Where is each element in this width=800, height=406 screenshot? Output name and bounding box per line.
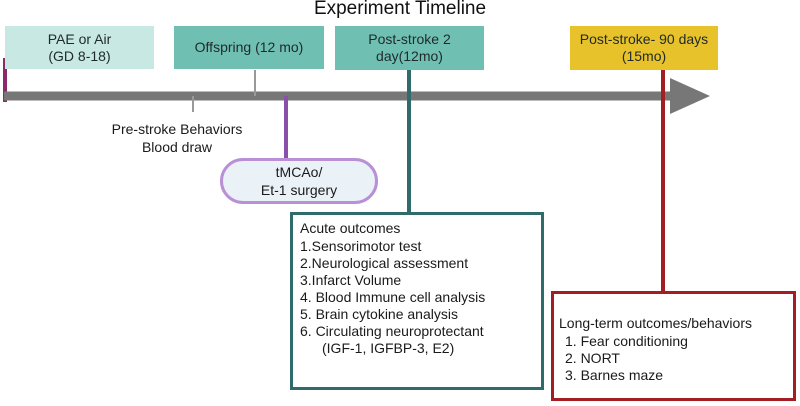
phase-poststroke-2day-label: Post-stroke 2 day(12mo) [368, 31, 451, 64]
list-item: 6. Circulating neuroprotectant [300, 323, 484, 339]
longterm-outcomes-heading: Long-term outcomes/behaviors [559, 315, 752, 331]
phase-pae: PAE or Air (GD 8-18) [5, 26, 154, 69]
phase-poststroke-2day: Post-stroke 2 day(12mo) [335, 26, 484, 70]
acute-outcomes-heading: Acute outcomes [300, 220, 401, 236]
list-item: 2. NORT [565, 350, 620, 366]
list-item: 3. Barnes maze [565, 367, 664, 383]
acute-outcomes-list: 1.Sensorimotor test 2.Neurological asses… [300, 238, 541, 357]
longterm-outcomes-list: 1. Fear conditioning 2. NORT 3. Barnes m… [559, 333, 793, 384]
list-item: (IGF-1, IGFBP-3, E2) [322, 340, 455, 356]
phase-poststroke-90day-label: Post-stroke- 90 days (15mo) [579, 31, 709, 64]
acute-outcomes-box: Acute outcomes 1.Sensorimotor test 2.Neu… [290, 212, 544, 390]
surgery-label: tMCAo/ Et-1 surgery [260, 164, 338, 198]
list-item: 4. Blood Immune cell analysis [300, 289, 486, 305]
list-item: 1.Sensorimotor test [300, 238, 422, 254]
list-item: 1. Fear conditioning [565, 333, 688, 349]
list-item: 2.Neurological assessment [300, 255, 469, 271]
list-item: 5. Brain cytokine analysis [300, 306, 458, 322]
longterm-outcomes-box: Long-term outcomes/behaviors 1. Fear con… [551, 291, 796, 401]
list-item: 3.Infarct Volume [300, 272, 402, 288]
phase-offspring: Offspring (12 mo) [174, 26, 324, 69]
diagram-title: Experiment Timeline [313, 0, 487, 19]
timeline-arrowhead [670, 78, 710, 114]
phase-offspring-label: Offspring (12 mo) [194, 39, 304, 55]
phase-pae-label: PAE or Air (GD 8-18) [47, 30, 112, 64]
phase-poststroke-90day: Post-stroke- 90 days (15mo) [570, 26, 718, 70]
surgery-pill: tMCAo/ Et-1 surgery [220, 158, 378, 204]
prestroke-label: Pre-stroke Behaviors Blood draw [111, 121, 243, 155]
